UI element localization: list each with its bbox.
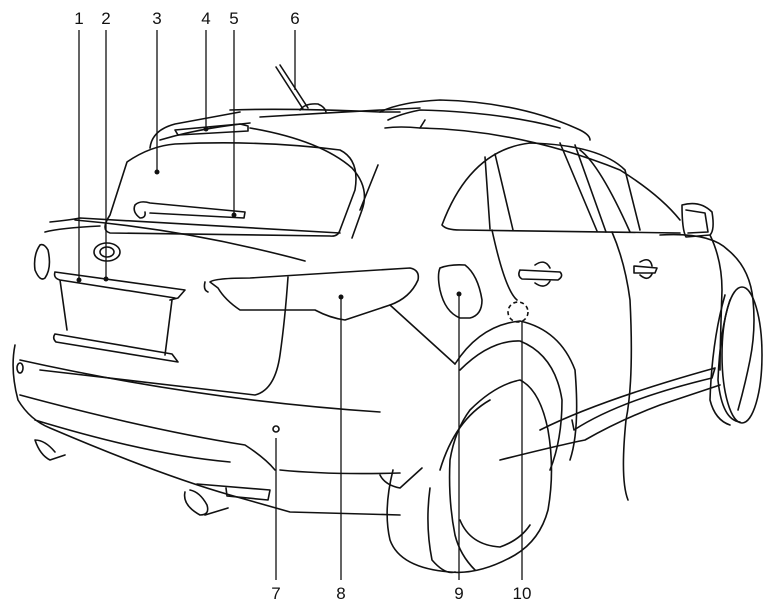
callout-3: 3 bbox=[152, 9, 162, 28]
front-door-handle bbox=[633, 258, 658, 280]
rear-fog-light bbox=[16, 362, 24, 374]
callout-8: 8 bbox=[336, 584, 346, 603]
callout-7: 7 bbox=[271, 584, 281, 603]
rear-door-handle bbox=[518, 261, 563, 287]
vehicle-outline bbox=[12, 64, 763, 574]
rear-camera bbox=[272, 425, 280, 433]
rear-tire bbox=[386, 379, 553, 574]
antenna bbox=[275, 64, 327, 113]
exhaust-tip-right bbox=[183, 483, 271, 516]
side-mirror bbox=[681, 202, 714, 238]
callout-9: 9 bbox=[454, 584, 464, 603]
exhaust-tip-left bbox=[34, 439, 66, 461]
callout-5: 5 bbox=[229, 9, 239, 28]
rear-wheel-arch bbox=[454, 320, 578, 461]
leader-lines bbox=[76, 30, 523, 580]
rear-bumper bbox=[12, 344, 401, 516]
rear-wiper bbox=[133, 201, 246, 219]
emblem bbox=[93, 242, 121, 262]
callout-1: 1 bbox=[74, 9, 84, 28]
callout-2: 2 bbox=[101, 9, 111, 28]
callout-6: 6 bbox=[290, 9, 300, 28]
tail-light bbox=[209, 267, 420, 321]
license-plate-area bbox=[52, 271, 186, 363]
fuel-filler-lid-location bbox=[507, 301, 529, 323]
callout-10: 10 bbox=[512, 584, 532, 603]
front-wheel bbox=[721, 286, 763, 424]
callout-4: 4 bbox=[201, 9, 211, 28]
fuel-filler-door bbox=[437, 264, 483, 319]
